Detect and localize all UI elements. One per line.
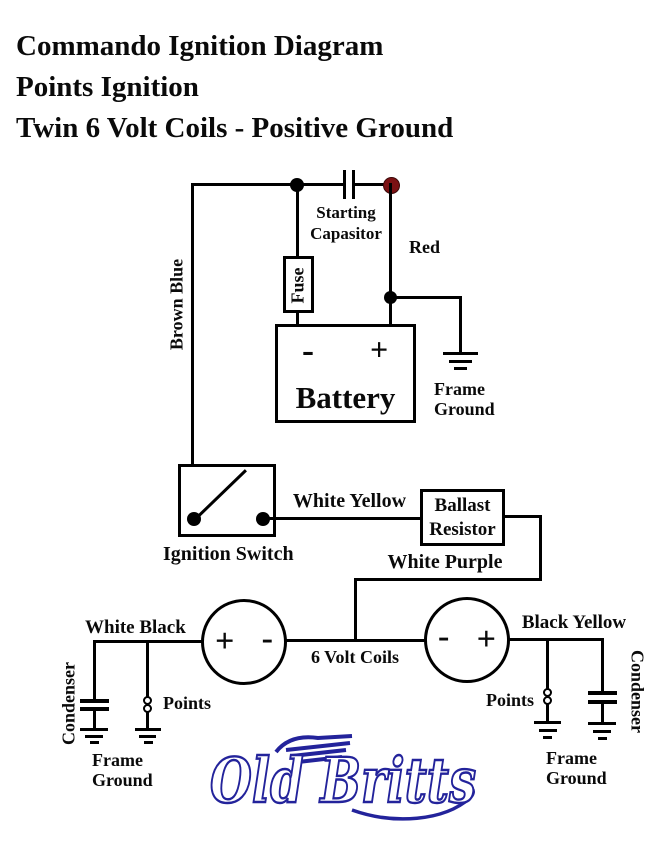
frame-ground-right-line2: Ground xyxy=(546,768,607,788)
starting-capacitor-line2: Capasitor xyxy=(310,224,382,243)
battery-box: - + Battery xyxy=(275,324,416,423)
wire-fuse-top xyxy=(296,183,299,257)
title-line-2: Points Ignition xyxy=(16,71,199,103)
points-left-drop xyxy=(146,640,149,697)
ground-left-cond-line3 xyxy=(90,741,99,744)
coil-left-plus: + xyxy=(215,623,235,660)
ballast-resistor-line1: Ballast xyxy=(434,495,491,516)
wire-top-left xyxy=(191,183,343,186)
logo-wing-icon xyxy=(274,734,353,764)
frame-ground-left-line1: Frame xyxy=(92,750,143,770)
ground-right-points-line2 xyxy=(539,729,557,732)
condenser-right-plate2 xyxy=(588,700,617,704)
condenser-left-plate2 xyxy=(80,707,109,711)
fuse-box xyxy=(283,256,314,313)
ballast-resistor-line2: Resistor xyxy=(429,519,496,540)
white-black-wire-label: White Black xyxy=(85,617,186,638)
red-wire-label: Red xyxy=(409,237,440,257)
frame-ground-battery-line1: Frame xyxy=(434,379,485,399)
ground-battery-line3 xyxy=(454,367,467,370)
ground-right-points-line1 xyxy=(534,721,561,724)
frame-ground-label-left: Frame Ground xyxy=(92,750,153,790)
page-title: Commando Ignition Diagram Points Ignitio… xyxy=(16,26,453,149)
wire-ballast-out xyxy=(503,515,542,518)
condenser-right-plate1 xyxy=(588,691,617,695)
coil-left: + - xyxy=(201,599,287,685)
condenser-left-drop xyxy=(93,640,96,700)
battery-minus-terminal: - xyxy=(302,330,314,370)
capacitor-plate-left xyxy=(343,170,346,199)
wire-red xyxy=(389,183,392,326)
brown-blue-wire-label: Brown Blue xyxy=(166,258,187,351)
ground-left-points-line2 xyxy=(139,735,156,738)
coil-left-minus: - xyxy=(261,620,273,657)
coil-right: - + xyxy=(424,597,510,683)
title-line-3: Twin 6 Volt Coils - Positive Ground xyxy=(16,112,454,144)
switch-terminal-left xyxy=(187,512,201,526)
ignition-switch-label: Ignition Switch xyxy=(163,543,294,565)
ground-left-cond-line2 xyxy=(85,735,103,738)
frame-ground-right-line1: Frame xyxy=(546,748,597,768)
title-line-1: Commando Ignition Diagram xyxy=(16,30,384,62)
wire-black-yellow xyxy=(509,638,604,641)
oldbritts-logo: Old Britts xyxy=(209,734,477,821)
wire-white-purple-drop1 xyxy=(539,515,542,581)
white-purple-wire-label: White Purple xyxy=(387,551,503,573)
ground-battery-line2 xyxy=(449,360,472,363)
ballast-resistor-box: Ballast Resistor xyxy=(420,489,505,546)
points-left-label: Points xyxy=(163,693,212,713)
logo-text: Old Britts xyxy=(210,744,476,817)
points-right-drop xyxy=(546,638,549,689)
wire-coil-link xyxy=(285,639,426,642)
ignition-switch-box xyxy=(178,464,276,537)
starting-capacitor-label: Starting Capasitor xyxy=(296,202,396,244)
fuse-label: Fuse xyxy=(287,267,308,304)
wire-frame-ground-drop xyxy=(459,296,462,353)
condenser-right-drop xyxy=(601,638,604,692)
condenser-left-drop2 xyxy=(93,711,96,729)
points-right-drop2 xyxy=(546,704,549,722)
condenser-left-plate1 xyxy=(80,699,109,703)
capacitor-plate-right xyxy=(352,170,355,199)
ground-battery-line1 xyxy=(443,352,478,355)
points-left-drop2 xyxy=(146,712,149,729)
frame-ground-label-right: Frame Ground xyxy=(546,748,607,788)
ground-left-points-line1 xyxy=(135,728,161,731)
wire-brown-blue xyxy=(191,183,194,521)
coil-right-plus: + xyxy=(476,621,496,658)
coil-right-minus: - xyxy=(438,618,450,655)
wire-to-frame-ground xyxy=(389,296,462,299)
battery-label: Battery xyxy=(295,380,396,415)
wire-white-purple-horizontal xyxy=(355,578,542,581)
wire-white-yellow xyxy=(263,517,420,520)
white-yellow-wire-label: White Yellow xyxy=(292,490,407,512)
frame-ground-left-line2: Ground xyxy=(92,770,153,790)
ground-right-points-line3 xyxy=(543,736,552,739)
battery-plus-terminal: + xyxy=(370,331,389,367)
ground-left-cond-line1 xyxy=(80,728,108,731)
ground-right-cond-line3 xyxy=(598,737,607,740)
wire-fuse-bottom xyxy=(296,311,299,326)
logo-swoosh xyxy=(351,784,475,821)
condenser-right-drop2 xyxy=(601,704,604,723)
condenser-left-label: Condenser xyxy=(58,662,79,746)
six-volt-coils-label: 6 Volt Coils xyxy=(310,647,400,667)
points-right-label: Points xyxy=(486,690,535,710)
ground-right-cond-line2 xyxy=(593,730,611,733)
frame-ground-label-battery: Frame Ground xyxy=(434,379,495,419)
wire-top-right xyxy=(355,183,391,186)
frame-ground-battery-line2: Ground xyxy=(434,399,495,419)
condenser-right-label: Condenser xyxy=(627,649,648,733)
starting-capacitor-line1: Starting xyxy=(316,203,376,222)
wire-white-purple-drop2 xyxy=(354,578,357,642)
black-yellow-wire-label: Black Yellow xyxy=(521,612,627,633)
ground-left-points-line3 xyxy=(144,741,153,744)
ground-right-cond-line1 xyxy=(588,722,616,725)
